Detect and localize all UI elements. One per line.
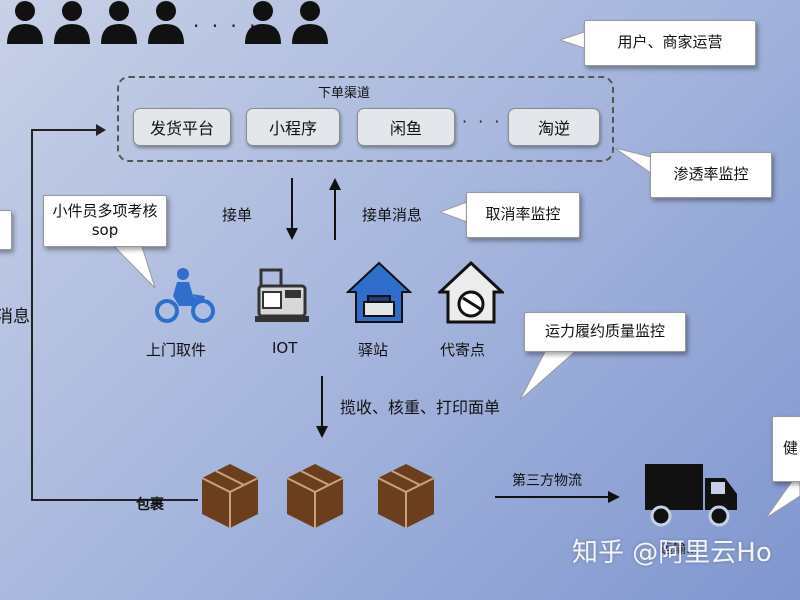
cancel-rate-callout: 取消率监控 [466, 192, 580, 238]
people-ellipsis: · · · · [193, 14, 259, 38]
callout-pointer [766, 470, 800, 519]
users-callout: 用户、商家运营 [584, 20, 756, 66]
truck-label-fragment: 运输... [660, 542, 699, 557]
user-icon [101, 1, 137, 44]
callout-pointer [615, 148, 655, 177]
channel-shipping-platform: 发货平台 [133, 108, 231, 146]
package-box-icon [201, 464, 259, 528]
callout-pointer [440, 200, 470, 224]
process-label: 揽收、核重、打印面单 [340, 398, 501, 417]
package-box-icon [377, 464, 435, 528]
callout-pointer [520, 342, 587, 401]
point-door-pickup: 上门取件 [146, 341, 207, 359]
accept-order-label: 接单 [222, 206, 253, 224]
callout-pointer [107, 240, 156, 289]
penetration-callout: 渗透率监控 [650, 152, 772, 198]
user-icon [292, 1, 328, 44]
truck-icon [645, 464, 737, 527]
station-house-icon [346, 261, 412, 323]
capacity-callout: 运力履约质量监控 [524, 312, 686, 352]
channel-mini-program: 小程序 [246, 108, 340, 146]
package-box-icon [286, 464, 344, 528]
point-agent: 代寄点 [440, 341, 486, 359]
callout-pointer [560, 29, 590, 51]
user-icon [54, 1, 90, 44]
iot-terminal-icon [255, 268, 309, 322]
agent-point-house-icon [438, 260, 504, 324]
channel-taoni: 淘逆 [508, 108, 600, 146]
watermark: 知乎 @阿里云Ho [572, 538, 772, 568]
order-channel-group [117, 76, 614, 162]
channel-xianyu: 闲鱼 [357, 108, 455, 146]
courier-callout: 小件员多项考核sop [43, 195, 167, 247]
user-icon [148, 1, 184, 44]
health-callout: 健 [772, 416, 800, 482]
users-group: · · · · [0, 0, 340, 48]
motorcycle-courier-icon [155, 268, 215, 323]
order-channel-title: 下单渠道 [318, 86, 371, 101]
left-message-label: 消息 [0, 307, 30, 327]
third-party-logistics-label: 第三方物流 [512, 473, 582, 489]
accept-message-label: 接单消息 [362, 206, 423, 224]
left-callout-fragment [0, 210, 12, 250]
channel-ellipsis: · · · · [462, 112, 519, 131]
point-iot: IOT [272, 339, 298, 357]
point-station: 驿站 [358, 341, 389, 359]
user-icon [7, 1, 43, 44]
package-label: 包裹 [136, 497, 164, 513]
user-icon [245, 1, 281, 44]
